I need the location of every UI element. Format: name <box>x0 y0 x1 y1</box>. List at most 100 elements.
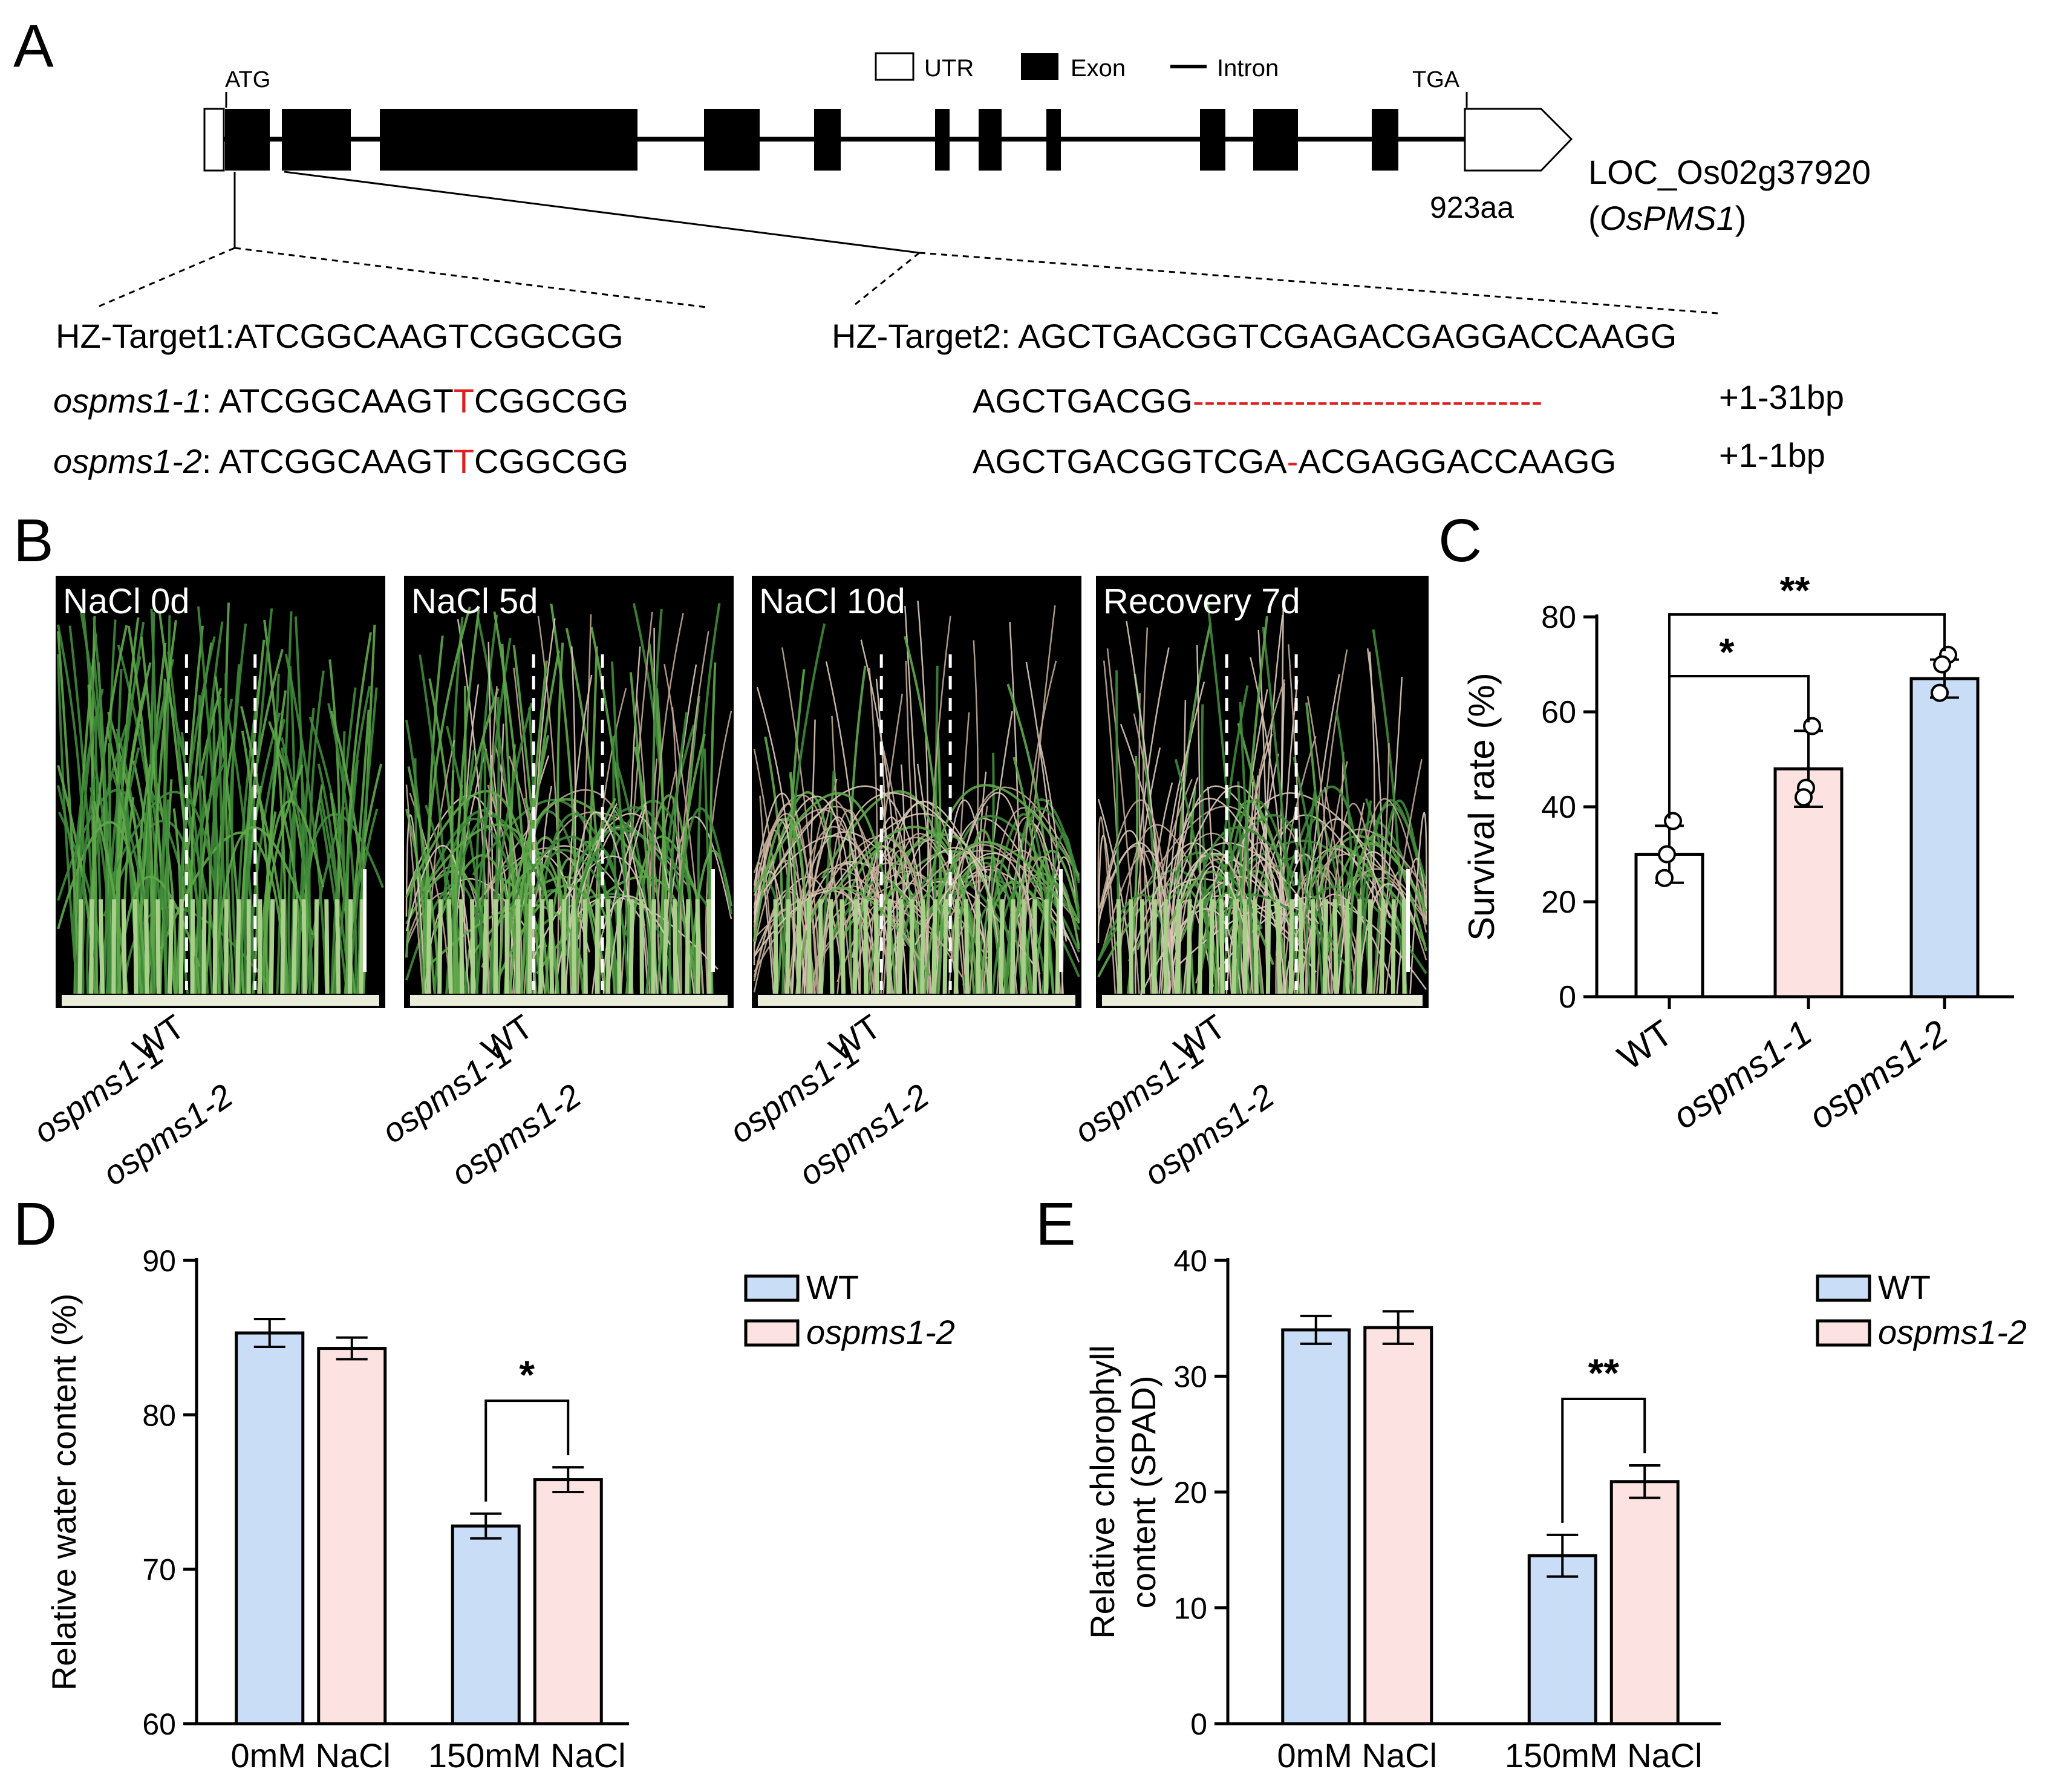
stem <box>631 899 632 994</box>
exon-5 <box>814 109 841 171</box>
panel-a: A UTR Exon Intron ATG TGA 923aa LOC_Os02… <box>13 12 1871 480</box>
panel-label-e: E <box>1035 1190 1076 1258</box>
x-tick-label: 150mM NaCl <box>1505 1736 1703 1774</box>
stem <box>271 899 273 994</box>
stem <box>1211 899 1212 994</box>
y-axis-label: Relative water content (%) <box>45 1294 83 1691</box>
stem <box>831 899 832 994</box>
allele1-target2-row: AGCTGACGG------------------------------- <box>973 382 1542 420</box>
bar-ospms1-2-0 <box>319 1349 385 1724</box>
stem <box>1177 899 1179 994</box>
bar-WT-1 <box>1529 1556 1596 1724</box>
target2-sequence: AGCTGACGGTCGAGACGAGGACCAAGG <box>1018 317 1677 355</box>
legend-swatch <box>746 1321 798 1345</box>
y-tick-label: 0 <box>1190 1707 1207 1741</box>
x-tick-label: 0mM NaCl <box>231 1736 391 1774</box>
stem <box>697 899 698 994</box>
y-axis-label: Survival rate (%) <box>1461 673 1502 940</box>
target1-label: HZ-Target1: <box>56 317 235 355</box>
stem <box>674 899 676 994</box>
bar-ospms1-2-0 <box>1365 1328 1432 1724</box>
y-tick-label: 40 <box>1173 1244 1207 1278</box>
allele1-t1-pre: ATCGGCAAGT <box>219 382 454 420</box>
start-codon-label: ATG <box>225 67 270 93</box>
utr-5prime <box>204 109 224 171</box>
target2-label: HZ-Target2: <box>832 317 1018 355</box>
stem <box>900 899 901 994</box>
stem <box>337 899 338 994</box>
target2-zoom-left <box>852 253 919 307</box>
y-tick-label: 20 <box>1541 885 1576 920</box>
stem <box>1268 899 1269 994</box>
stem <box>440 899 441 994</box>
data-point <box>1796 789 1811 805</box>
y-tick-label: 60 <box>142 1707 176 1741</box>
utr-3prime <box>1465 109 1571 171</box>
photo-label: NaCl 0d <box>63 582 190 621</box>
stem <box>888 899 890 994</box>
bar-ospms1-2 <box>1911 679 1978 997</box>
exon-4 <box>704 109 760 171</box>
stem <box>563 899 564 994</box>
x-tick-label: ospms1-1 <box>1665 1012 1819 1137</box>
stem <box>1200 899 1201 994</box>
allele1-t2-pre: AGCTGACGG <box>973 382 1193 420</box>
allele1-t1-insertion: T <box>454 382 474 420</box>
stem <box>665 899 667 994</box>
stem <box>1234 899 1235 994</box>
allele2-t1-post: CGGCGG <box>474 442 628 480</box>
stem <box>573 899 575 994</box>
bar-ospms1-2-1 <box>1611 1482 1678 1724</box>
pot-strip <box>410 995 728 1006</box>
stem <box>1312 899 1313 994</box>
stem <box>304 899 305 994</box>
legend-swatch <box>1818 1321 1870 1345</box>
stem <box>1278 899 1279 994</box>
y-tick-label: 40 <box>1541 790 1576 825</box>
legend-swatch <box>1818 1276 1870 1300</box>
legend-label: ospms1-2 <box>806 1313 955 1351</box>
stem <box>945 899 946 994</box>
bar-WT-1 <box>452 1526 519 1724</box>
target2-row: HZ-Target2: AGCTGACGGTCGAGACGAGGACCAAGG <box>832 317 1677 355</box>
allele2-t2-pre: AGCTGACGGTCGA <box>973 442 1287 480</box>
stem <box>1335 899 1336 994</box>
stem <box>550 899 552 994</box>
exon-legend-label: Exon <box>1071 55 1126 82</box>
allele2-target2-row: AGCTGACGGTCGA-ACGAGGACCAAGG <box>973 442 1616 480</box>
allele2-t1-pre: ATCGGCAAGT <box>219 442 454 480</box>
stem <box>653 899 654 994</box>
stem <box>966 899 967 994</box>
y-tick-label: 60 <box>1541 695 1576 730</box>
stem <box>933 899 935 994</box>
stem <box>237 899 239 994</box>
legend-label: WT <box>806 1268 859 1306</box>
stem <box>1359 899 1360 994</box>
stem <box>1300 899 1302 994</box>
stem <box>911 899 912 994</box>
exon-1 <box>225 109 270 171</box>
exon-7 <box>979 109 1002 171</box>
stem <box>449 899 451 994</box>
allele1-t1-post: CGGCGG <box>474 382 628 420</box>
stem <box>472 899 474 994</box>
allele1-t2-deletion: ------------------------------- <box>1193 382 1542 420</box>
allele2-mutation: +1-1bp <box>1719 436 1825 474</box>
target2-zoom-right <box>919 253 1718 313</box>
stem <box>361 899 362 994</box>
pot-strip <box>1102 995 1423 1006</box>
panel-label-a: A <box>13 12 54 80</box>
target1-zoom-right <box>235 248 706 307</box>
pot-strip <box>62 995 379 1006</box>
stem <box>1118 899 1120 994</box>
significance-label: * <box>519 1352 535 1397</box>
photo-label: NaCl 5d <box>411 582 538 621</box>
stem <box>1131 899 1132 994</box>
locus-id: LOC_Os02g37920 <box>1588 153 1871 191</box>
stem <box>687 899 688 994</box>
